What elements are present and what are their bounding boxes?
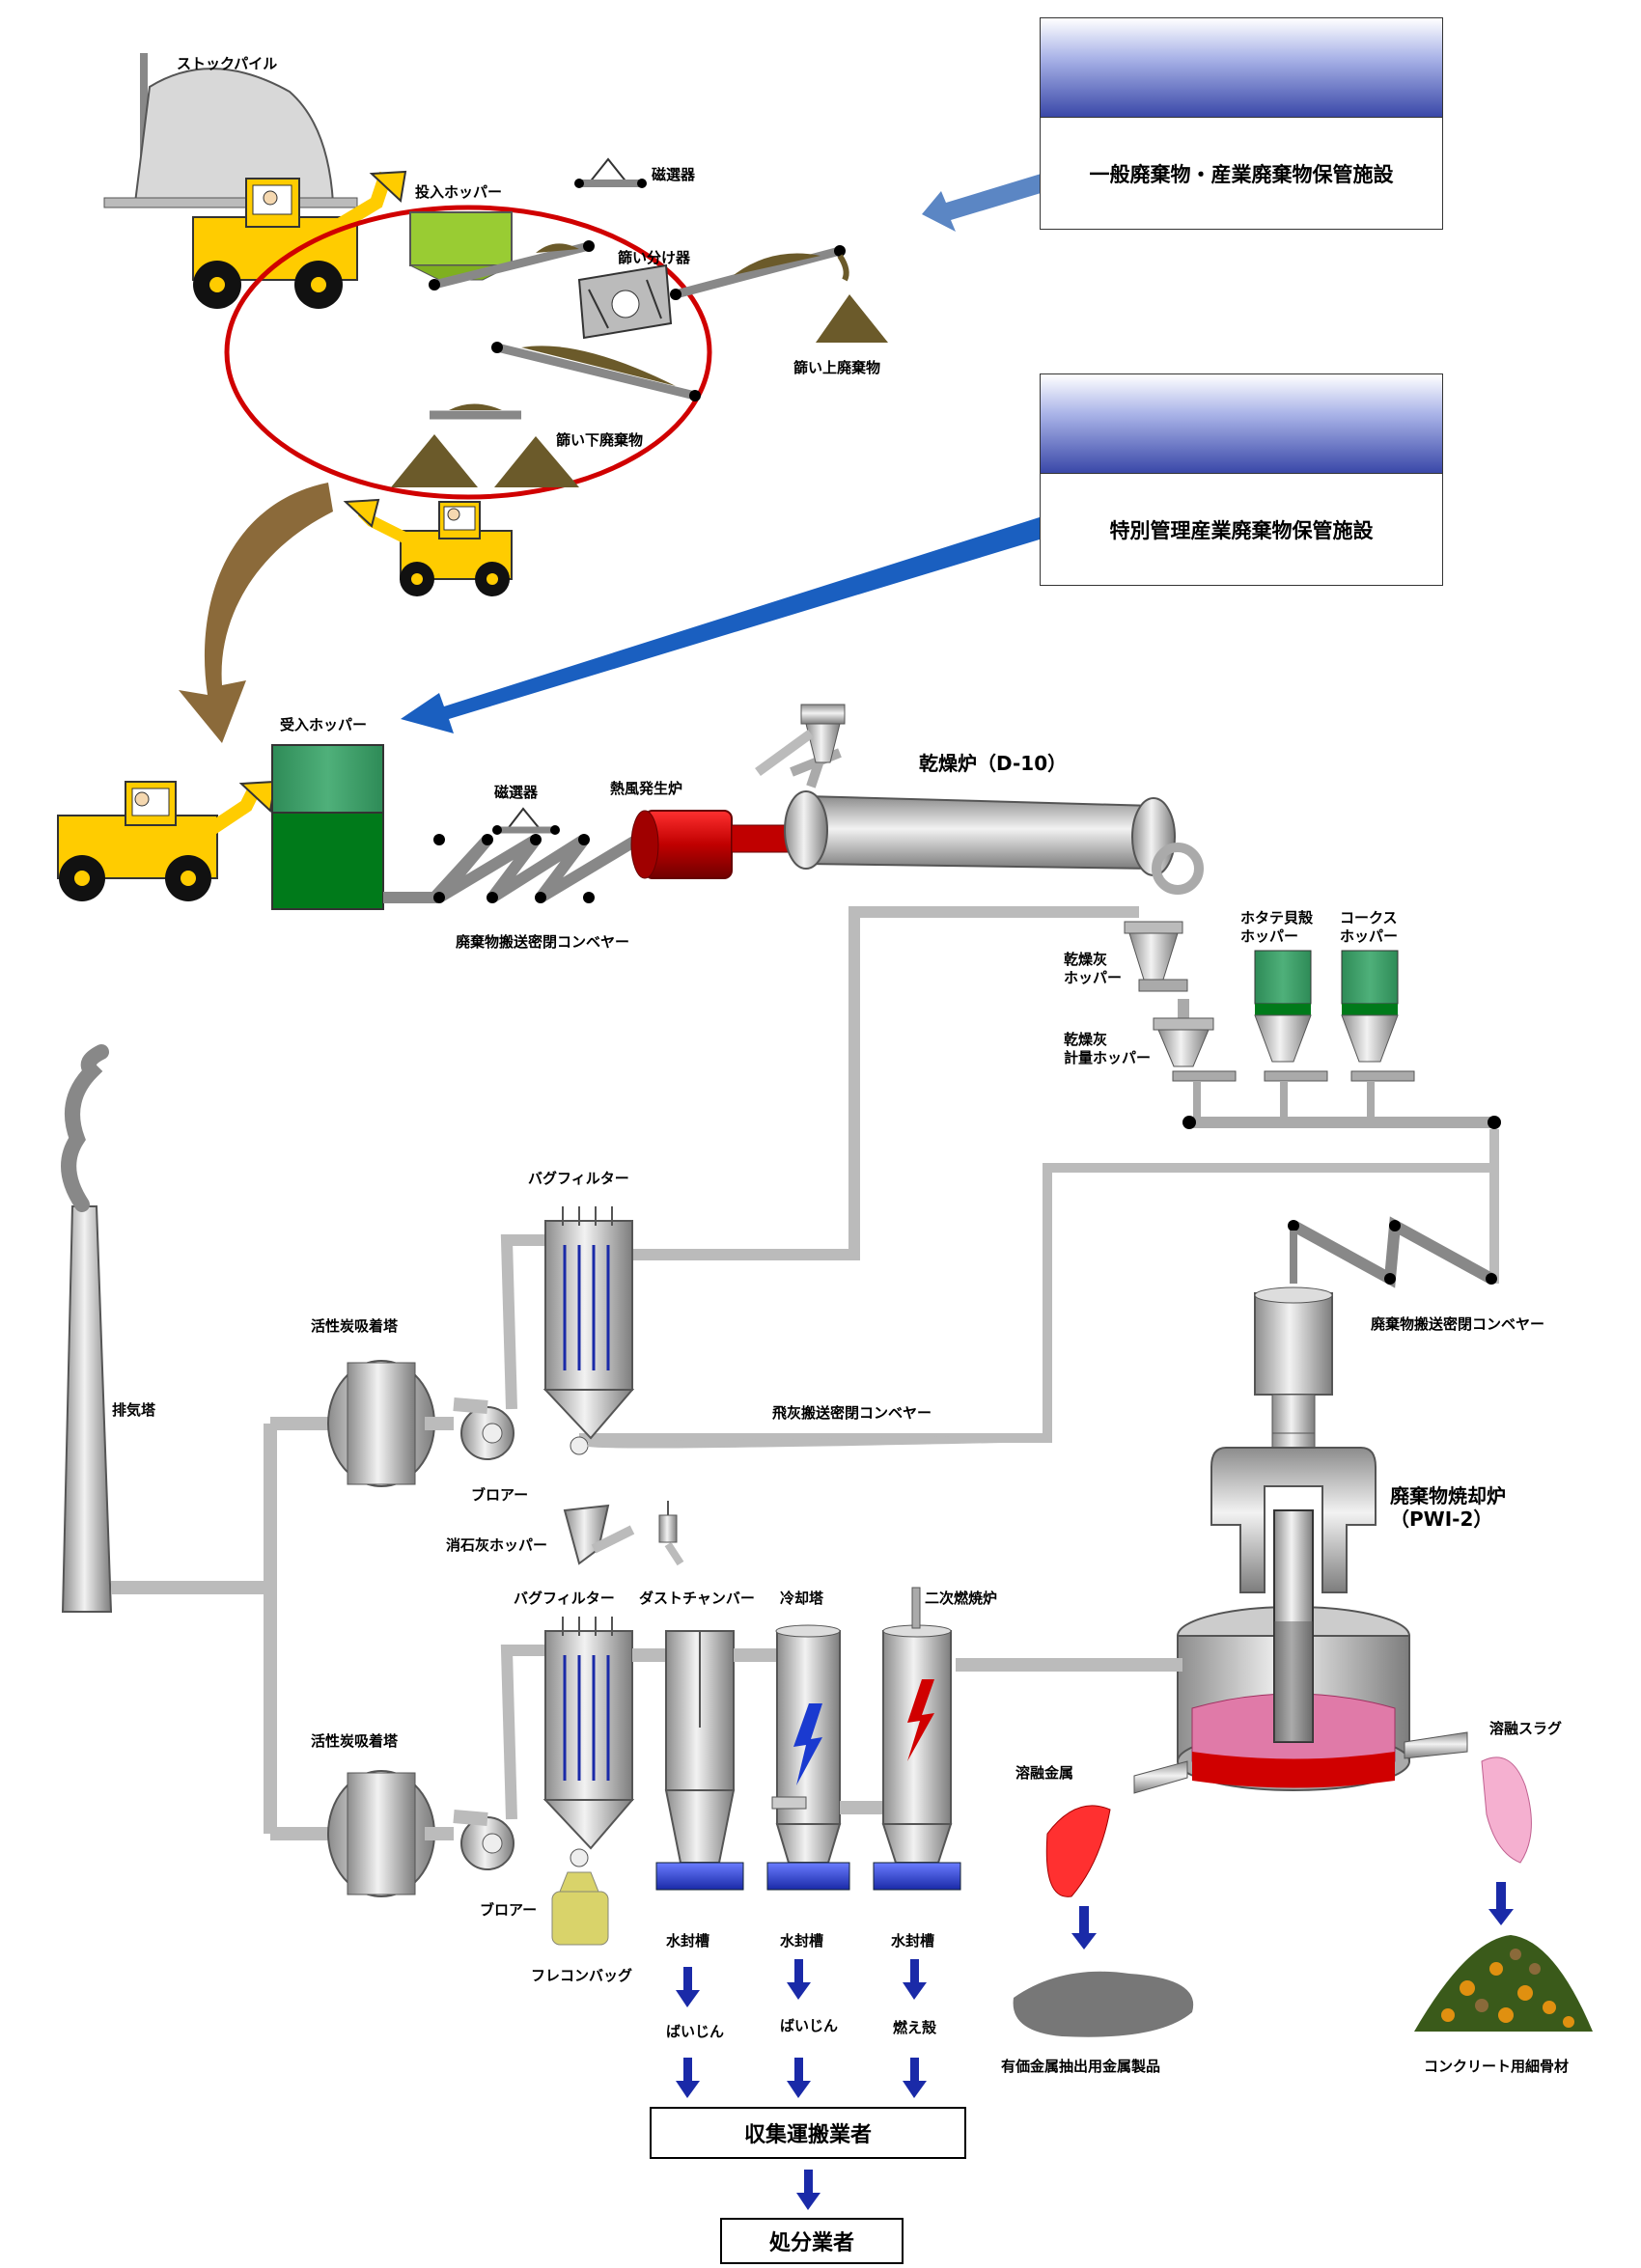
label-blower-1: ブロアー (471, 1486, 529, 1504)
dry-ash-hopper (1124, 921, 1188, 992)
blower-2 (453, 1810, 515, 1870)
label-hot-air-furnace: 熱風発生炉 (610, 780, 683, 797)
label-dry-ash-hopper: 乾燥灰 ホッパー (1064, 951, 1123, 986)
label-aggregate: コンクリート用細骨材 (1424, 2058, 1570, 2075)
undersize-pile-2 (494, 436, 579, 487)
magnet-top (574, 157, 647, 188)
activated-carbon-tower-2 (327, 1770, 454, 1897)
down-arrows-residues (676, 1959, 927, 2210)
label-closed-conveyor: 廃棄物搬送密閉コンベヤー (456, 933, 630, 951)
secondary-combustor (873, 1587, 961, 1891)
label-feed-hopper: 投入ホッパー (415, 183, 503, 201)
label-receiving-hopper: 受入ホッパー (280, 716, 368, 733)
magnet-drying (492, 807, 560, 835)
label-secondary-combustor: 二次燃焼炉 (925, 1590, 998, 1607)
label-screen: 篩い分け器 (618, 249, 691, 266)
label-melting-furnace: 廃棄物焼却炉 （PWI-2） (1390, 1484, 1506, 1531)
wheel-loader-1 (192, 170, 407, 309)
exhaust-stack (61, 1044, 113, 1613)
stockpile (103, 53, 358, 208)
label-cinders: 燃え殻 (893, 2019, 937, 2036)
dry-ash-meter-hopper (1153, 999, 1237, 1082)
melting-conveyor-duct (579, 1163, 1494, 1443)
melting-conveyor-rollers (1288, 1220, 1497, 1285)
pretreatment-area-outline (224, 205, 712, 500)
label-fly-ash-conveyor: 飛灰搬送密閉コンベヤー (772, 1404, 932, 1422)
label-water-seal-1: 水封槽 (666, 1932, 710, 1950)
label-stack: 排気塔 (112, 1401, 156, 1419)
label-flexible-bag: フレコンバッグ (531, 1967, 633, 1984)
label-activated-carbon-2: 活性炭吸着塔 (311, 1732, 399, 1750)
label-bag-filter-2: バグフィルター (514, 1590, 615, 1607)
molten-slag-stream (1481, 1756, 1532, 1864)
label-undersize: 篩い下廃棄物 (556, 431, 644, 449)
wheel-loader-2 (343, 498, 513, 596)
label-water-seal-2: 水封槽 (780, 1932, 824, 1950)
label-dust-chamber: ダストチャンバー (639, 1590, 755, 1607)
oversize-pile (816, 294, 888, 343)
wheel-loader-3 (57, 780, 277, 901)
flexible-container-bag (551, 1871, 609, 1946)
facility-roof (1040, 373, 1443, 474)
label-molten-slag: 溶融スラグ (1489, 1720, 1563, 1737)
bag-filter-2 (542, 1617, 635, 1867)
label-magnet-top: 磁選器 (652, 166, 696, 183)
label-metal-product: 有価金属抽出用金属製品 (1001, 2058, 1161, 2075)
label-dust-1: ばいじん (666, 2023, 725, 2040)
aggregate-pile (1414, 1935, 1593, 2032)
dust-chamber (655, 1630, 744, 1891)
label-melting-conveyor: 廃棄物搬送密閉コンベヤー (1371, 1315, 1545, 1333)
activated-carbon-tower-1 (327, 1360, 454, 1487)
label-bag-filter-1: バグフィルター (528, 1170, 629, 1187)
special-facility-label: 特別管理産業廃棄物保管施設 (1040, 474, 1443, 586)
gas-duct-main (632, 906, 1139, 1260)
screening-conveyors (429, 240, 846, 420)
label-stockpile: ストックパイル (177, 55, 278, 72)
general-facility-label: 一般廃棄物・産業廃棄物保管施設 (1040, 118, 1443, 230)
arrow-special-facility (401, 516, 1052, 733)
scallop-shell-hopper (1254, 950, 1328, 1082)
rotary-dryer (784, 704, 1204, 895)
melting-furnace (1133, 1286, 1468, 1794)
screen-separator (577, 263, 673, 340)
lime-hopper (563, 1501, 684, 1566)
label-scallop-hopper: ホタテ貝殻 ホッパー (1240, 909, 1314, 945)
blower-1 (453, 1397, 515, 1460)
label-magnet-drying: 磁選器 (494, 784, 539, 801)
facility-roof (1040, 17, 1443, 118)
label-oversize: 篩い上廃棄物 (793, 359, 881, 376)
collector-box: 収集運搬業者 (650, 2107, 966, 2159)
label-blower-2: ブロアー (480, 1901, 538, 1919)
mixing-conveyor (1182, 1081, 1501, 1284)
undersize-pile-1 (391, 434, 478, 487)
special-waste-facility: 特別管理産業廃棄物保管施設 (1040, 373, 1443, 586)
molten-metal-stream (1045, 1805, 1111, 1897)
coke-hopper (1341, 950, 1415, 1082)
label-dust-2: ばいじん (780, 2017, 839, 2034)
down-arrows-melting (1071, 1882, 1514, 1950)
disposer-box: 処分業者 (720, 2218, 904, 2264)
label-molten-metal: 溶融金属 (1015, 1764, 1074, 1782)
metal-product (1013, 1971, 1194, 2037)
label-lime-hopper: 消石灰ホッパー (446, 1536, 548, 1554)
hot-air-furnace (630, 810, 791, 879)
label-cooling-tower: 冷却塔 (780, 1590, 824, 1607)
general-waste-facility: 一般廃棄物・産業廃棄物保管施設 (1040, 17, 1443, 230)
label-water-seal-3: 水封槽 (891, 1932, 935, 1950)
bag-filter-1 (542, 1206, 635, 1455)
brown-flow-arrow (179, 483, 333, 743)
melting-conveyor-zigzag (1291, 1216, 1494, 1288)
receiving-hopper (271, 744, 384, 910)
label-dryer: 乾燥炉（D-10） (919, 752, 1068, 775)
label-dry-ash-meter: 乾燥灰 計量ホッパー (1064, 1031, 1152, 1066)
cooling-tower (766, 1624, 850, 1891)
feed-hopper (409, 211, 513, 281)
arrow-general-facility (922, 172, 1057, 232)
label-coke-hopper: コークス ホッパー (1340, 909, 1399, 945)
label-activated-carbon-1: 活性炭吸着塔 (311, 1317, 399, 1335)
drying-conveyor (383, 834, 641, 903)
